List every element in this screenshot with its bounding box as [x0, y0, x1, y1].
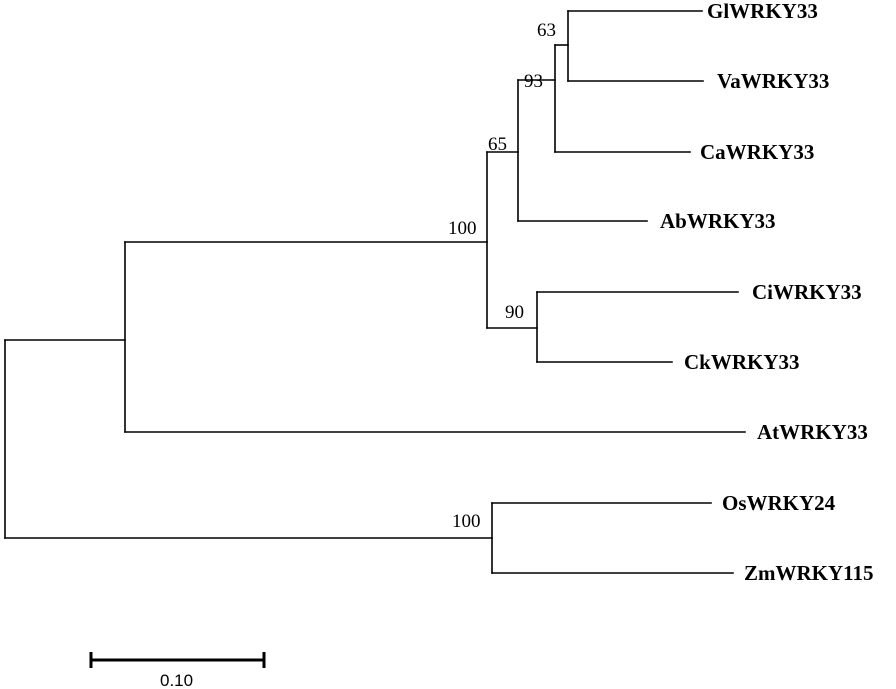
bootstrap-os-zm: 100 — [452, 511, 481, 532]
taxon-label-zm: ZmWRKY115 — [744, 561, 874, 585]
bootstrap-values: 63 93 65 100 90 100 — [448, 20, 556, 532]
taxon-label-ci: CiWRKY33 — [752, 280, 862, 304]
taxon-label-os: OsWRKY24 — [722, 491, 836, 515]
bootstrap-ingroup: 100 — [448, 218, 477, 239]
scale-bar: 0.10 — [89, 652, 266, 689]
taxon-label-at: AtWRKY33 — [757, 420, 868, 444]
scale-bar-label: 0.10 — [160, 671, 193, 689]
bootstrap-ci-ck: 90 — [505, 302, 524, 323]
taxon-label-ck: CkWRKY33 — [684, 350, 800, 374]
taxon-labels: GlWRKY33 VaWRKY33 CaWRKY33 AbWRKY33 CiWR… — [660, 0, 874, 585]
bootstrap-gl-va-ca-ab: 65 — [488, 134, 507, 155]
taxon-label-va: VaWRKY33 — [717, 69, 829, 93]
taxon-label-ab: AbWRKY33 — [660, 209, 776, 233]
bootstrap-gl-va: 63 — [537, 20, 556, 41]
taxon-label-ca: CaWRKY33 — [700, 140, 814, 164]
tree-branches — [4, 10, 746, 574]
bootstrap-gl-va-ca: 93 — [524, 71, 543, 92]
taxon-label-gl: GlWRKY33 — [707, 0, 818, 23]
